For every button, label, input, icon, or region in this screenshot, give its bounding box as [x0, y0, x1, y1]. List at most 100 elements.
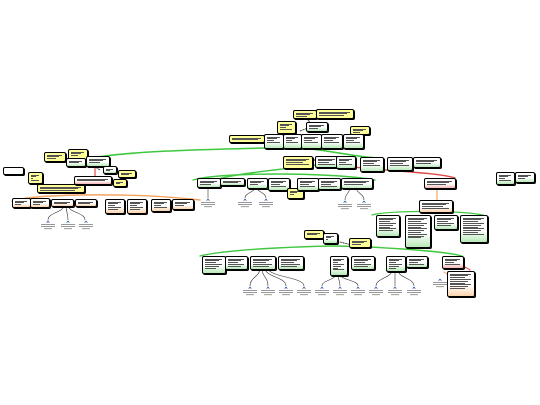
leaf-text-line [436, 286, 444, 288]
note-bottom-2[interactable] [349, 238, 371, 248]
node-mid-1[interactable] [197, 178, 221, 188]
leaf-bottom-1[interactable] [243, 286, 257, 296]
note-top-left[interactable] [293, 110, 317, 119]
node-bottom-4[interactable] [278, 256, 304, 270]
node-left-c[interactable] [103, 166, 117, 174]
node-left-o4[interactable] [75, 199, 97, 207]
node-root-d[interactable] [321, 134, 343, 149]
text-line [33, 202, 43, 204]
text-line [154, 207, 167, 208]
node-bottom-orange[interactable] [447, 271, 475, 297]
node-left-o2[interactable] [30, 198, 50, 208]
node-root-c[interactable] [301, 134, 322, 149]
leaf-mid-3[interactable] [259, 198, 273, 208]
node-bottom-root[interactable] [323, 233, 338, 244]
node-far-right-a[interactable] [496, 172, 515, 185]
node-bottom-7[interactable] [386, 256, 406, 272]
leaf-bottom-9[interactable] [388, 286, 402, 296]
leaf-text-line [246, 294, 254, 296]
leaf-bottom-3[interactable] [279, 286, 293, 296]
note-right-1[interactable] [283, 156, 313, 169]
leaf-text-line [297, 292, 311, 293]
node-far-right-b[interactable] [515, 172, 535, 183]
node-mid-red[interactable] [424, 178, 456, 189]
node-mid-7[interactable] [341, 178, 373, 189]
leaf-mid-5[interactable] [357, 200, 371, 210]
node-bottom-8[interactable] [406, 256, 428, 268]
node-right-c[interactable] [387, 157, 413, 171]
node-right-d[interactable] [413, 157, 441, 168]
node-bottom-2[interactable] [225, 256, 248, 270]
node-bottom-6[interactable] [351, 256, 375, 270]
leaf-marker-icon [320, 286, 324, 289]
leaf-bottom-10[interactable] [407, 286, 421, 296]
node-left-o6[interactable] [127, 199, 147, 214]
node-root-b[interactable] [283, 134, 302, 149]
note-left-5[interactable] [118, 170, 136, 178]
node-mid-6[interactable] [318, 178, 341, 190]
node-bottom-red[interactable] [442, 256, 464, 269]
leaf-bottom-8[interactable] [369, 286, 383, 296]
node-bottom-5[interactable] [330, 256, 348, 276]
text-line [499, 174, 511, 176]
node-mid-2[interactable] [220, 178, 245, 186]
node-left-a[interactable] [66, 158, 86, 167]
leaf-bottom-5[interactable] [315, 286, 329, 296]
leaf-mid-4[interactable] [338, 200, 352, 210]
node-left-o1[interactable] [12, 198, 31, 208]
note-mid-1[interactable] [287, 188, 304, 199]
node-root-a[interactable] [264, 134, 284, 149]
node-bottom-3[interactable] [250, 256, 276, 270]
node-top-center[interactable] [306, 122, 328, 132]
note-bottom-1[interactable] [304, 230, 324, 239]
leaf-left-2[interactable] [61, 220, 75, 230]
text-line [106, 170, 110, 172]
node-mid-5[interactable] [297, 178, 319, 191]
text-line [281, 258, 300, 260]
node-left-o7[interactable] [151, 199, 171, 212]
text-line [339, 162, 346, 164]
node-root-e[interactable] [343, 134, 364, 149]
leaf-bottom-7[interactable] [351, 286, 365, 296]
leaf-bottom-11[interactable] [433, 278, 447, 288]
node-right-orange-hub[interactable] [419, 200, 453, 213]
node-right-sub-4[interactable] [460, 215, 488, 243]
node-mid-4[interactable] [268, 178, 290, 191]
text-line [205, 260, 219, 262]
text-line [422, 206, 443, 208]
node-left-o3[interactable] [51, 199, 74, 207]
leaf-bottom-2[interactable] [261, 286, 275, 296]
leaf-marker-icon [248, 286, 252, 289]
node-bottom-1[interactable] [202, 256, 226, 274]
leaf-text-line [369, 290, 383, 291]
isolated-node[interactable] [3, 167, 24, 175]
leaf-bottom-6[interactable] [333, 286, 347, 296]
leaf-left-1[interactable] [41, 220, 55, 230]
note-header-left[interactable] [229, 135, 265, 143]
node-right-sub-1[interactable] [376, 215, 400, 237]
node-right-hub[interactable] [315, 156, 339, 168]
text-line [339, 158, 352, 160]
note-left-1[interactable] [44, 152, 66, 162]
node-right-b[interactable] [360, 157, 384, 172]
leaf-left-3[interactable] [79, 220, 93, 230]
note-top-side[interactable] [277, 121, 296, 134]
node-left-red[interactable] [74, 176, 112, 185]
node-right-a[interactable] [336, 156, 356, 169]
note-top-right[interactable] [316, 109, 354, 119]
leaf-mid-1[interactable] [201, 198, 215, 208]
note-left-4[interactable] [37, 184, 85, 193]
note-left-3[interactable] [28, 172, 43, 184]
node-mid-3[interactable] [247, 178, 268, 189]
leaf-bottom-4[interactable] [297, 286, 311, 296]
text-line [200, 182, 214, 184]
node-left-b[interactable] [86, 156, 110, 167]
leaf-mid-2[interactable] [238, 198, 252, 208]
text-line [15, 200, 27, 202]
node-left-o5[interactable] [105, 199, 125, 214]
text-line [309, 128, 318, 130]
node-left-o8[interactable] [172, 199, 194, 210]
note-left-6[interactable] [113, 179, 127, 187]
node-right-sub-2[interactable] [405, 215, 431, 248]
node-right-sub-3[interactable] [434, 215, 458, 230]
